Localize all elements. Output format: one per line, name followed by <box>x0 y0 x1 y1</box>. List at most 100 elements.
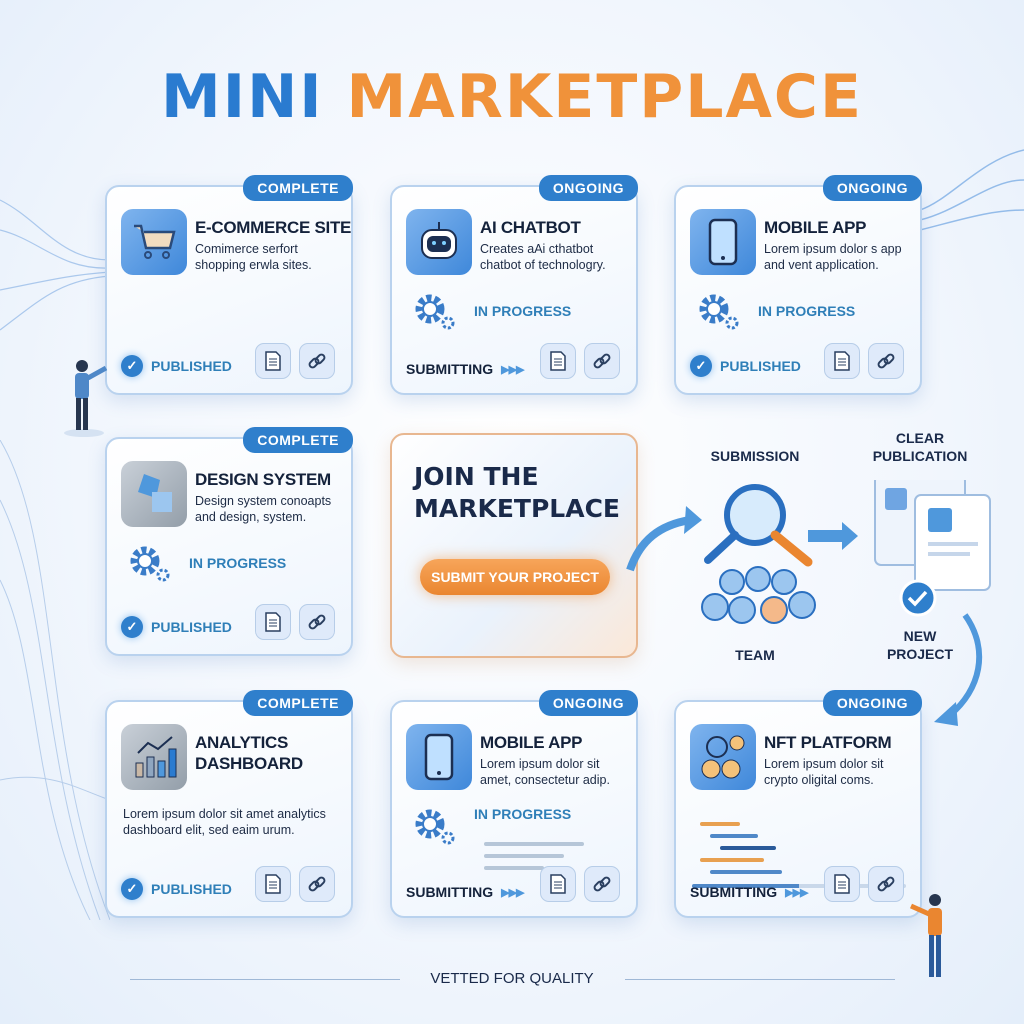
page-title: MINI MARKETPLACE <box>0 62 1024 132</box>
placeholder-line <box>484 866 544 870</box>
document-icon <box>550 351 566 371</box>
placeholder-line <box>484 854 564 858</box>
link-button[interactable] <box>299 866 335 902</box>
card-title: ANALYTICS DASHBOARD <box>195 733 303 773</box>
link-icon <box>308 876 326 892</box>
document-button[interactable] <box>540 866 576 902</box>
document-button[interactable] <box>824 343 860 379</box>
link-icon <box>593 353 611 369</box>
status-badge: ONGOING <box>822 175 922 201</box>
placeholder-line <box>484 842 584 846</box>
arrows-icon: ▶▶▶ <box>501 363 524 376</box>
document-button[interactable] <box>255 866 291 902</box>
link-button[interactable] <box>299 343 335 379</box>
submission-status: ✓ PUBLISHED <box>121 355 232 377</box>
gear-icon <box>699 294 739 330</box>
document-icon <box>834 351 850 371</box>
submit-project-button[interactable]: SUBMIT YOUR PROJECT <box>420 559 610 595</box>
footer-tagline: VETTED FOR QUALITY <box>430 970 594 987</box>
link-icon <box>308 353 326 369</box>
card-title: MOBILE APP <box>480 733 583 752</box>
status-badge: COMPLETE <box>243 427 353 453</box>
code-line <box>710 870 782 874</box>
document-button[interactable] <box>824 866 860 902</box>
card-description: Lorem ipsum dolor sit crypto oligital co… <box>764 757 884 787</box>
status-badge: ONGOING <box>538 690 638 716</box>
code-line <box>700 822 740 826</box>
link-button[interactable] <box>868 343 904 379</box>
check-icon: ✓ <box>121 878 143 900</box>
progress-label: IN PROGRESS <box>758 303 856 319</box>
link-button[interactable] <box>868 866 904 902</box>
link-button[interactable] <box>584 866 620 902</box>
document-button[interactable] <box>255 604 291 640</box>
card-text: ANALYTICS DASHBOARD <box>195 732 351 774</box>
document-button[interactable] <box>540 343 576 379</box>
document-icon <box>550 874 566 894</box>
card-text: DESIGN SYSTEM Design system conoapts and … <box>195 469 351 525</box>
check-icon: ✓ <box>121 616 143 638</box>
smartphone-icon <box>406 724 472 790</box>
submission-status: ✓ PUBLISHED <box>121 878 232 900</box>
decorative-lines <box>0 440 110 920</box>
card-title: E-COMMERCE SITE <box>195 218 352 237</box>
code-line <box>720 846 776 850</box>
flow-arrow <box>626 516 691 572</box>
card-description: Design system conoapts and design, syste… <box>195 494 332 524</box>
progress-indicator: IN PROGRESS <box>698 291 855 331</box>
status-label: PUBLISHED <box>151 358 232 374</box>
card-title: NFT PLATFORM <box>764 733 892 752</box>
person-pointing-icon <box>64 360 108 437</box>
progress-label: IN PROGRESS <box>474 806 572 822</box>
document-icon <box>265 874 281 894</box>
submission-label: SUBMISSION <box>710 448 800 464</box>
link-button[interactable] <box>584 343 620 379</box>
link-button[interactable] <box>299 604 335 640</box>
link-icon <box>877 876 895 892</box>
status-label: PUBLISHED <box>151 881 232 897</box>
robot-icon <box>406 209 472 275</box>
document-icon <box>265 351 281 371</box>
status-label: SUBMITTING <box>690 884 778 900</box>
document-button[interactable] <box>255 343 291 379</box>
decorative-waves <box>920 149 1024 231</box>
check-icon: ✓ <box>121 355 143 377</box>
status-badge: COMPLETE <box>243 690 353 716</box>
check-icon <box>899 579 937 617</box>
team-label: TEAM <box>735 647 775 663</box>
submission-status: SUBMITTING▶▶▶ <box>406 884 525 900</box>
status-label: PUBLISHED <box>151 619 232 635</box>
project-card[interactable]: COMPLETE DESIGN SYSTEM Design system conoa… <box>105 427 353 656</box>
card-title: AI CHATBOT <box>480 218 581 237</box>
status-label: PUBLISHED <box>720 358 801 374</box>
shapes-icon <box>121 461 187 527</box>
card-title: DESIGN SYSTEM <box>195 470 331 489</box>
progress-bar <box>692 884 906 888</box>
code-line <box>710 834 758 838</box>
flow-diagram <box>626 480 991 726</box>
link-icon <box>593 876 611 892</box>
divider <box>625 979 895 980</box>
status-badge: ONGOING <box>538 175 638 201</box>
submission-status: SUBMITTING▶▶▶ <box>406 361 525 377</box>
project-card[interactable]: ONGOING NFT PLATFORM Lorem ipsum dolor sit… <box>674 690 922 918</box>
card-text: NFT PLATFORM Lorem ipsum dolor sit crypto… <box>764 732 920 788</box>
submission-status: ✓PUBLISHED <box>690 355 801 377</box>
magnifier-icon <box>704 484 813 567</box>
submission-status: ✓ PUBLISHED <box>121 616 232 638</box>
status-badge: ONGOING <box>822 690 922 716</box>
card-title: MOBILE APP <box>764 218 867 237</box>
progress-label: IN PROGRESS <box>474 303 572 319</box>
